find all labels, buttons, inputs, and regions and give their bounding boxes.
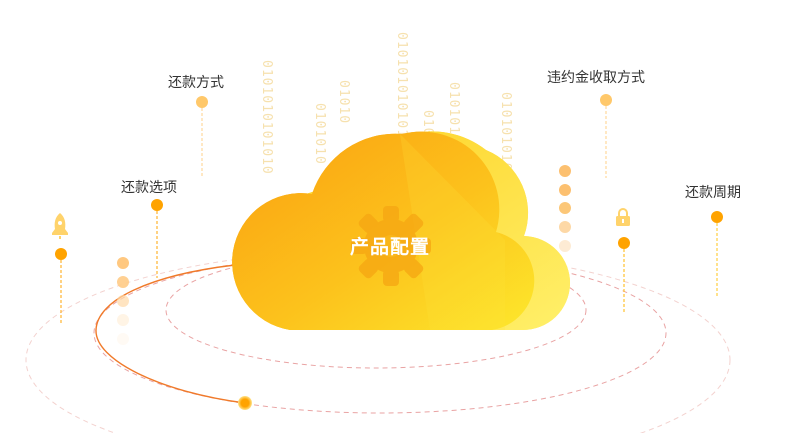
binary-column: 0101010: [446, 82, 461, 144]
node-label-repayment-cycle[interactable]: 还款周期: [685, 185, 741, 201]
fading-dots-left: [117, 257, 129, 345]
rocket-icon: [52, 213, 68, 239]
orbit-dot: [238, 396, 252, 410]
binary-column: 0101010: [312, 103, 327, 165]
fading-dots-right: [559, 165, 571, 252]
node-label-repayment-options[interactable]: 还款选项: [121, 180, 177, 196]
binary-column: 01010101010: [498, 92, 513, 190]
binary-column: 01010: [336, 80, 351, 125]
binary-column: 0101: [420, 110, 435, 146]
inner-orbit: [165, 251, 587, 369]
lock-icon: [616, 208, 630, 226]
orbit-progress-arc: [95, 264, 246, 404]
node-label-penalty-collection-method[interactable]: 违约金收取方式: [547, 70, 645, 86]
binary-column: 0101010101010: [259, 60, 274, 175]
node-label-repayment-method[interactable]: 还款方式: [168, 75, 224, 91]
binary-column: 010101010101: [394, 32, 409, 138]
product-config-title: 产品配置: [349, 236, 430, 258]
